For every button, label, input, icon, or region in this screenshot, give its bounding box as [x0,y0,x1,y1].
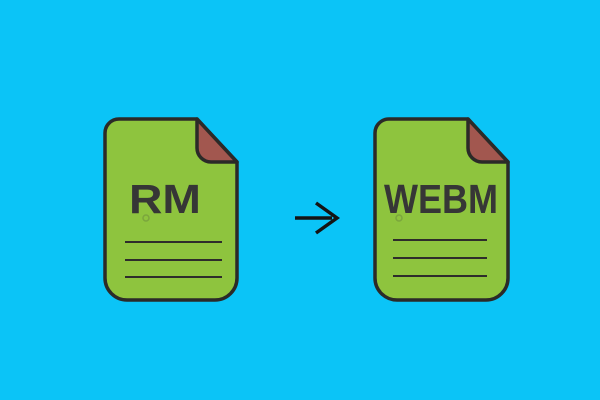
small-circle-mark [395,214,403,222]
document-text-lines [393,239,487,277]
small-circle-mark [142,214,150,222]
conversion-arrow-icon [295,201,341,235]
file-body [373,117,510,302]
file-body [103,117,239,302]
folded-corner-icon [195,117,239,164]
source-file-label: RM [129,176,201,222]
folded-corner-icon [466,117,510,164]
source-file-icon: RM [103,117,239,302]
document-text-lines [125,241,222,278]
target-file-icon: WEBM [373,117,510,302]
target-file-label: WEBM [384,176,498,222]
